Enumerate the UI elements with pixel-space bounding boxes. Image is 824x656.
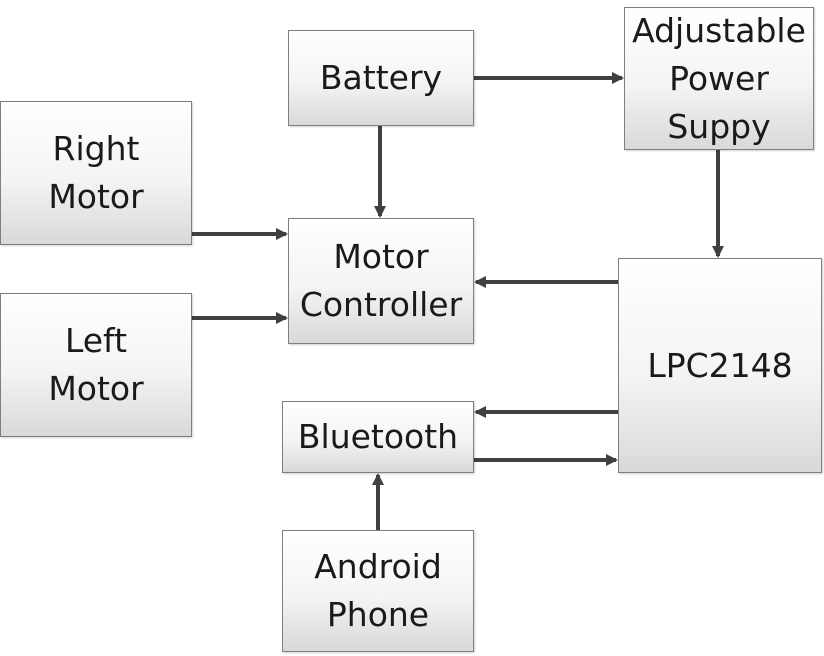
motor-controller-label: Motor Controller (299, 237, 463, 324)
adjustable-power-supply-block: Adjustable Power Suppy (624, 7, 814, 150)
android-phone-label: Android Phone (314, 547, 442, 634)
left-motor-label: Left Motor (48, 321, 144, 408)
battery-block: Battery (288, 30, 474, 126)
android-phone-block: Android Phone (282, 530, 474, 652)
battery-label: Battery (319, 58, 443, 97)
bluetooth-label: Bluetooth (297, 417, 459, 456)
lpc2148-block: LPC2148 (618, 258, 822, 473)
right-motor-block: Right Motor (0, 101, 192, 245)
adjustable-power-supply-label: Adjustable Power Suppy (632, 10, 806, 146)
right-motor-label: Right Motor (48, 129, 144, 216)
left-motor-block: Left Motor (0, 293, 192, 437)
motor-controller-block: Motor Controller (288, 218, 474, 344)
bluetooth-block: Bluetooth (282, 401, 474, 473)
lpc2148-label: LPC2148 (647, 345, 793, 385)
